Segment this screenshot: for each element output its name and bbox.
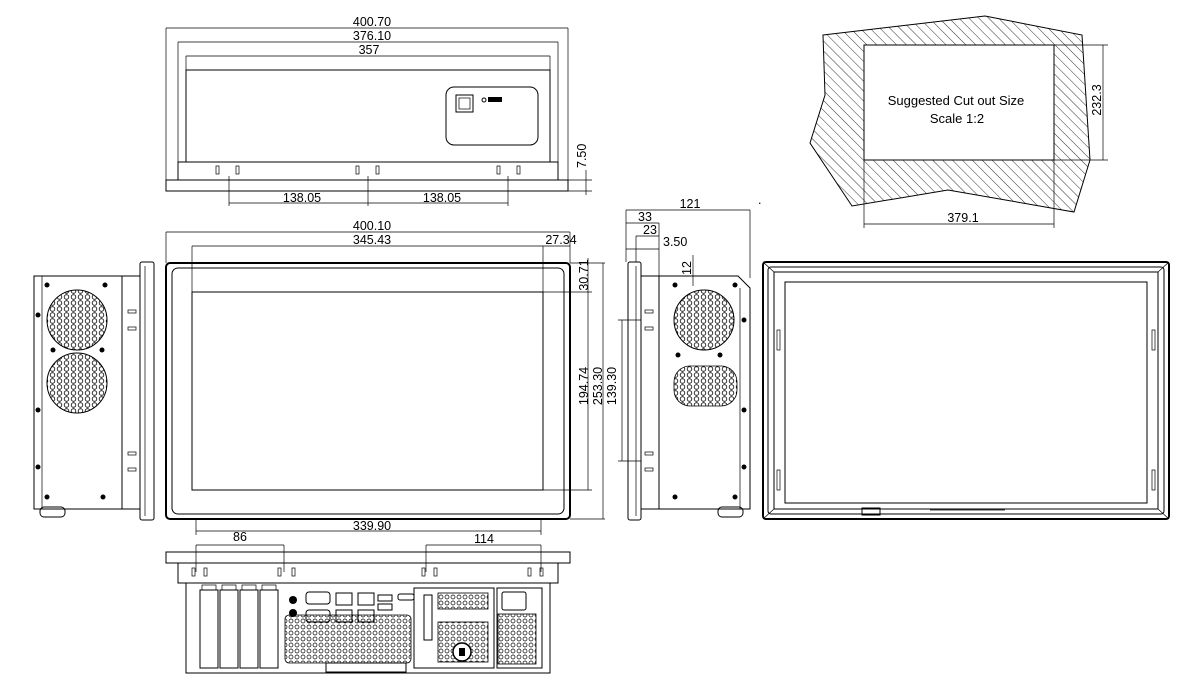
cutout-detail: Suggested Cut out Size Scale 1:2 232.3 3… — [809, 15, 1108, 228]
top-mount-tabs — [215, 165, 521, 175]
dim-bottom-right-offset: 114 — [474, 532, 494, 546]
front-view: 400.10 345.43 27.34 30.71 194.74 253.30 … — [165, 219, 605, 535]
svg-text:.: . — [758, 193, 761, 207]
dim-side-depth: 121 — [680, 197, 701, 211]
dim-side-depth-a: 33 — [638, 210, 652, 224]
bottom-chassis — [185, 582, 551, 674]
display-area — [191, 291, 544, 491]
right-fan-grille — [673, 289, 735, 351]
bottom-mount-tabs — [191, 567, 544, 577]
dim-display-height: 194.74 — [577, 367, 591, 405]
top-io-panel — [445, 86, 539, 146]
dim-bottom-left-offset: 86 — [233, 530, 247, 544]
top-view: 400.70 376.10 357 138.05 138.05 — [165, 15, 592, 206]
left-side-view — [33, 261, 155, 521]
left-foot — [39, 506, 66, 518]
serial-port-1 — [305, 591, 331, 605]
lan-port-1 — [335, 592, 353, 606]
right-chassis — [658, 275, 751, 510]
dim-mount-spacing-right: 138.05 — [423, 191, 461, 205]
front-bezel — [165, 262, 571, 520]
dim-side-offset: 12 — [680, 261, 694, 275]
power-button-icon — [455, 94, 474, 113]
dim-bezel-depth: 7.50 — [575, 144, 589, 168]
bottom-bezel — [165, 551, 571, 564]
dim-top-inner-width: 376.10 — [353, 29, 391, 43]
cutout-opening — [863, 44, 1055, 161]
dim-cutout-height: 232.3 — [1090, 84, 1104, 115]
rear-bezel — [762, 261, 1170, 520]
top-chassis — [185, 69, 551, 163]
dim-front-overall-height: 253.30 — [591, 367, 605, 405]
right-mount-tabs — [644, 309, 654, 472]
rear-connector — [861, 507, 881, 516]
dim-top-chassis-width: 357 — [359, 43, 380, 57]
dim-mount-height: 139.30 — [605, 367, 619, 405]
dim-right-border: 27.34 — [545, 233, 576, 247]
dim-bottom-width: 339.90 — [353, 519, 391, 533]
dim-side-depth-b: 23 — [643, 223, 657, 237]
dim-front-overall-width: 400.10 — [353, 219, 391, 233]
power-supply — [496, 587, 543, 669]
bottom-vent-grille — [284, 614, 412, 664]
right-foot — [717, 506, 744, 518]
lan-port-3 — [357, 592, 375, 606]
right-side-view: 121 33 23 3.50 12 — [605, 197, 751, 521]
cutout-scale: Scale 1:2 — [930, 111, 984, 126]
power-socket-icon — [501, 591, 527, 611]
hdmi-port — [397, 593, 415, 601]
rear-view — [762, 261, 1170, 520]
left-mount-tabs — [127, 309, 137, 472]
dim-cutout-width: 379.1 — [947, 211, 978, 225]
dim-top-border: 30.71 — [577, 259, 591, 290]
expansion-slots — [199, 584, 279, 669]
fan-grille-lower — [46, 352, 108, 414]
right-vent-grille — [673, 365, 738, 407]
audio-jack-icon — [289, 596, 297, 604]
dim-top-overall-width: 400.70 — [353, 15, 391, 29]
led-indicator-icon — [488, 97, 502, 102]
usb-port-1 — [377, 594, 393, 602]
dim-display-width: 345.43 — [353, 233, 391, 247]
fan-grille-upper — [46, 289, 108, 351]
dim-side-bezel: 3.50 — [663, 235, 687, 249]
usb-port-2 — [377, 603, 393, 611]
bottom-view: 86 114 — [165, 530, 571, 674]
dim-mount-spacing-left: 138.05 — [283, 191, 321, 205]
cutout-title: Suggested Cut out Size — [888, 93, 1025, 108]
